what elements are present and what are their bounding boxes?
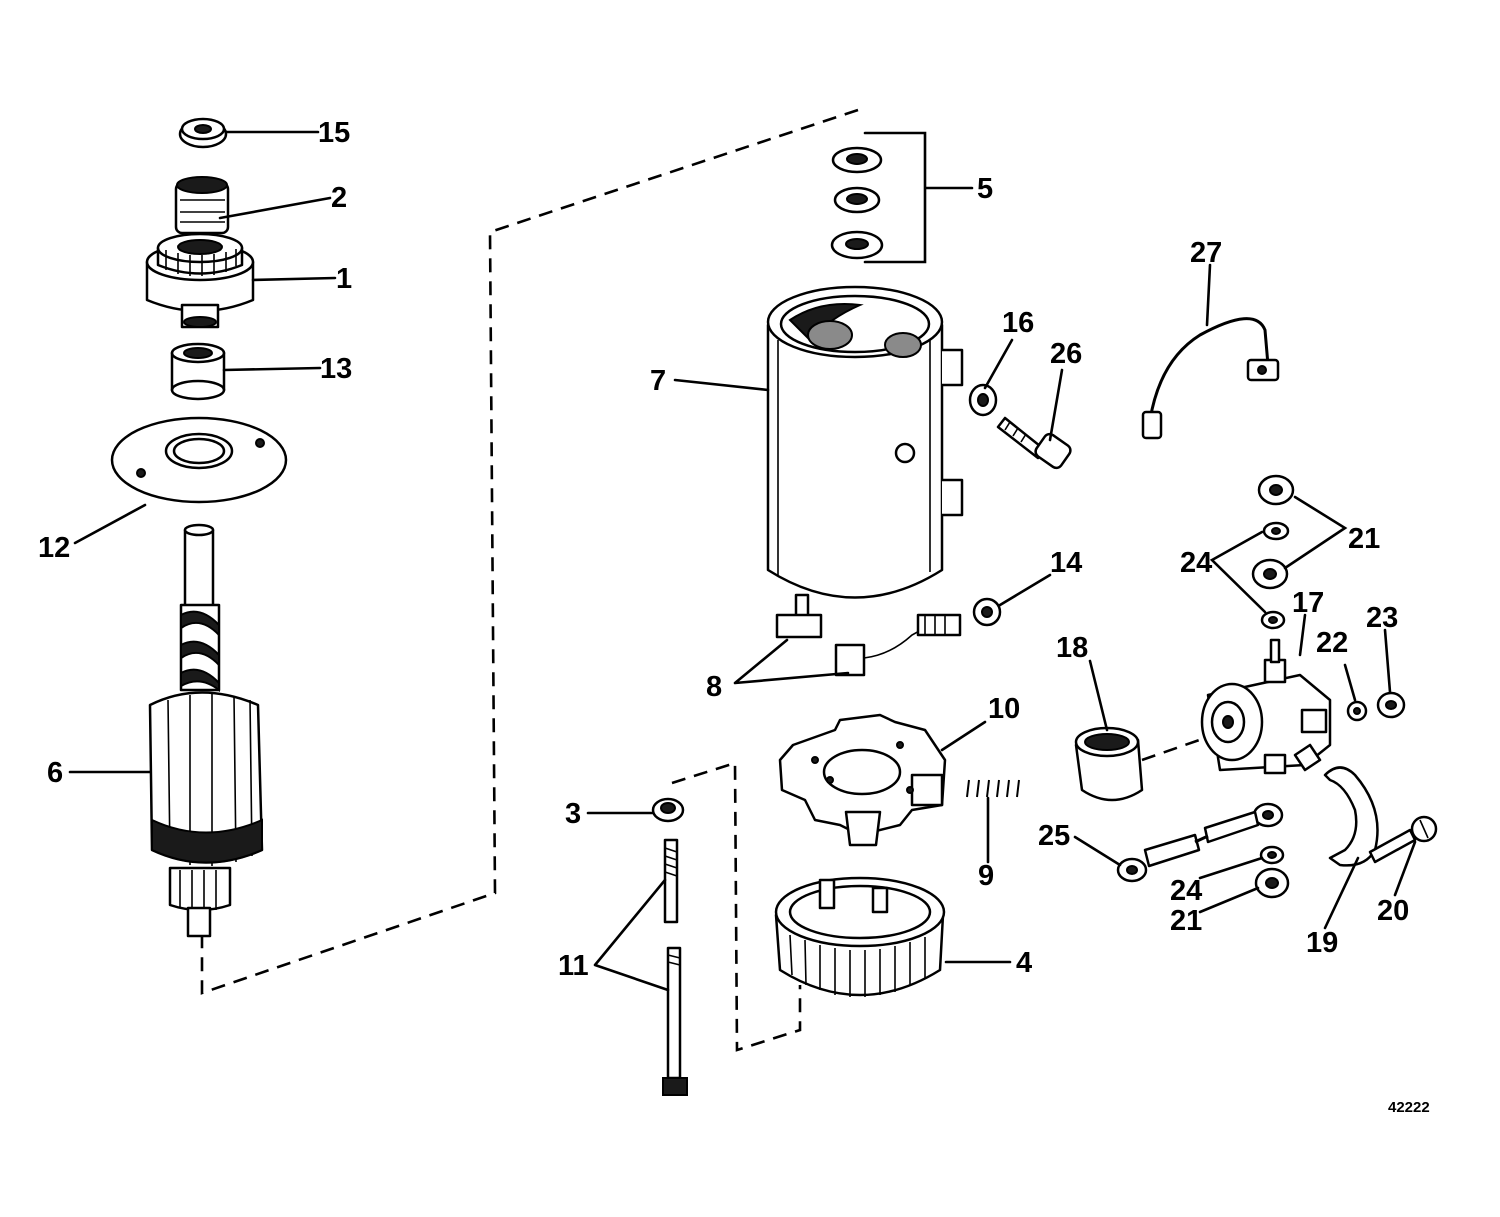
- part-14-nut: [972, 597, 1002, 627]
- part-1-drive-assembly: [145, 176, 255, 329]
- part-10-brush-plate: [778, 713, 947, 847]
- callout-7: 7: [650, 365, 666, 397]
- callout-18: 18: [1056, 632, 1088, 664]
- callout-20: 20: [1377, 895, 1409, 927]
- part-24-washer-top: [1262, 521, 1290, 541]
- callout-17: 17: [1292, 587, 1324, 619]
- part-6-armature: [148, 523, 264, 938]
- part-20-screw: [1368, 815, 1438, 864]
- callout-23: 23: [1366, 602, 1398, 634]
- callout-3: 3: [565, 798, 581, 830]
- callout-6: 6: [47, 757, 63, 789]
- part-15-nut: [178, 117, 228, 149]
- part-18-boot: [1074, 726, 1144, 802]
- part-16-washer: [968, 383, 998, 417]
- part-21-nut-low: [1254, 867, 1290, 899]
- part-11-through-bolts: [662, 838, 688, 1096]
- callout-11: 11: [558, 950, 589, 982]
- part-7-field-frame: [766, 285, 964, 639]
- callout-5: 5: [977, 173, 993, 205]
- part-25-cable: [1116, 802, 1284, 883]
- part-19-strap: [1323, 766, 1379, 867]
- assembly-dash-line-through-bolts: [671, 761, 802, 1052]
- part-13-spacer: [170, 342, 226, 401]
- part-3-washer: [651, 797, 685, 823]
- part-12-end-plate: [110, 416, 288, 504]
- assembly-dash-line-main: [200, 108, 859, 995]
- callout-26: 26: [1050, 338, 1082, 370]
- part-24-washer-mid: [1260, 610, 1286, 630]
- leader-lines: [68, 130, 1417, 992]
- callout-12: 12: [38, 532, 70, 564]
- callout-9: 9: [978, 860, 994, 892]
- callout-21-low: 21: [1170, 905, 1202, 937]
- callout-27: 27: [1190, 237, 1222, 269]
- part-4-end-head: [774, 876, 946, 997]
- part-24-washer-low: [1259, 845, 1285, 865]
- part-17-solenoid: [1200, 638, 1332, 775]
- callout-25: 25: [1038, 820, 1070, 852]
- part-8-brushes: [834, 613, 962, 677]
- callout-4: 4: [1016, 947, 1032, 979]
- callout-21-top: 21: [1348, 523, 1380, 555]
- part-9-springs: [966, 779, 1020, 798]
- callout-15: 15: [318, 117, 350, 149]
- part-22-washer: [1346, 700, 1368, 722]
- callout-13: 13: [320, 353, 352, 385]
- callout-labels: 15 2 1 13 12 6 5 7 8 9 10 3 11 4 14 16 2…: [38, 117, 1430, 1116]
- callout-8: 8: [706, 671, 722, 703]
- part-27-lead-wire: [1141, 317, 1280, 440]
- part-5-washers: [830, 146, 884, 260]
- part-26-bolt: [996, 416, 1072, 470]
- callout-1: 1: [336, 263, 352, 295]
- callout-14: 14: [1050, 547, 1082, 579]
- callout-24-top: 24: [1180, 547, 1212, 579]
- callout-19: 19: [1306, 927, 1338, 959]
- part-21-nut-top: [1257, 474, 1295, 506]
- callout-16: 16: [1002, 307, 1034, 339]
- assembly-dash-line-solenoid: [1141, 736, 1206, 762]
- callout-2: 2: [331, 182, 347, 214]
- figure-number: 42222: [1388, 1099, 1430, 1116]
- callout-10: 10: [988, 693, 1020, 725]
- part-23-nut: [1376, 691, 1406, 719]
- part-21-nut-mid: [1251, 558, 1289, 590]
- callout-22: 22: [1316, 627, 1348, 659]
- callout-24-low: 24: [1170, 875, 1202, 907]
